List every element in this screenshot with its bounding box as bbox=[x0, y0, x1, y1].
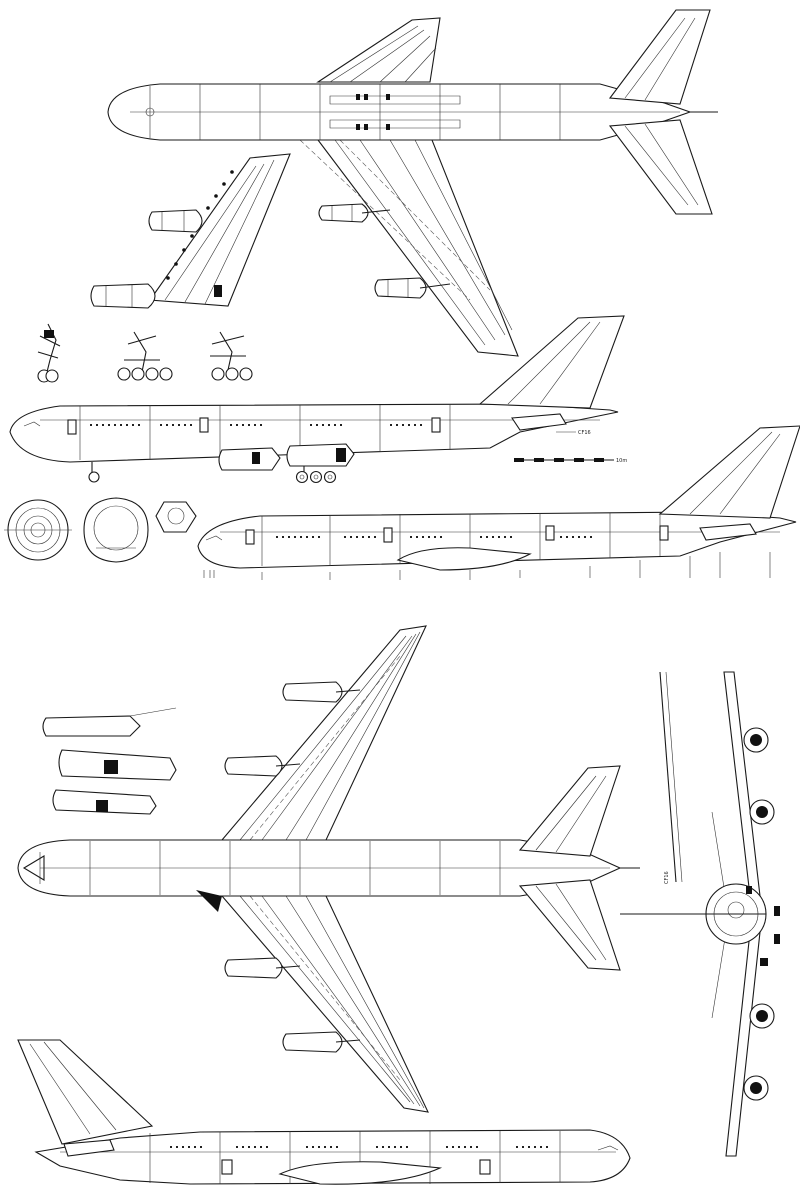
side-fin-1 bbox=[478, 315, 625, 409]
left-side-view-gear-down: CF16 10m bbox=[9, 315, 627, 484]
side-main-gear bbox=[295, 466, 337, 484]
front-engine-4 bbox=[743, 1075, 769, 1101]
upper-engine-2 bbox=[374, 277, 451, 299]
side-fin-2 bbox=[658, 425, 800, 519]
front-engine-2 bbox=[749, 799, 775, 825]
side-windows-3 bbox=[170, 1146, 548, 1148]
lower-engine-1 bbox=[282, 681, 361, 703]
upper-engine-1 bbox=[318, 203, 391, 223]
side-windows-2 bbox=[276, 536, 592, 538]
front-engine-3 bbox=[749, 1003, 775, 1029]
side-engine-1 bbox=[218, 447, 281, 471]
engine-front-details bbox=[4, 497, 197, 563]
landing-gear-details bbox=[37, 323, 253, 383]
wing-fairing-3 bbox=[278, 1161, 443, 1185]
side-windows-1 bbox=[90, 424, 422, 426]
side-engine-2 bbox=[286, 443, 355, 467]
top-view-upper bbox=[90, 9, 718, 357]
lower-engine-4 bbox=[282, 1031, 361, 1053]
engine-front-detail-2 bbox=[83, 497, 149, 563]
engine-front-detail-1 bbox=[4, 499, 72, 561]
body-gear-detail bbox=[210, 331, 253, 381]
wing-fairing-2 bbox=[396, 547, 532, 571]
lower-lower-stabilizer bbox=[518, 879, 621, 971]
side-nose-gear bbox=[88, 462, 100, 483]
lower-upper-stabilizer bbox=[518, 765, 621, 857]
upper-port-stabilizer bbox=[608, 9, 711, 105]
lower-lower-wing bbox=[220, 895, 429, 1113]
front-lower-wing bbox=[725, 931, 761, 1157]
front-engine-1 bbox=[743, 727, 769, 753]
detached-engine-2 bbox=[90, 283, 156, 309]
front-view: CF16 bbox=[620, 671, 780, 1157]
lower-engine-3 bbox=[224, 957, 301, 979]
top-view-lower bbox=[17, 625, 640, 1113]
lower-starboard-stabilizer bbox=[608, 119, 713, 215]
gear-up-station-lines bbox=[203, 552, 771, 580]
upper-port-wing bbox=[316, 17, 441, 83]
lower-engine-2 bbox=[224, 755, 301, 777]
side-fuselage-2 bbox=[197, 511, 797, 569]
right-side-view bbox=[17, 1039, 631, 1185]
svg-text:CF16: CF16 bbox=[664, 871, 670, 884]
lower-starboard-wing bbox=[316, 139, 519, 357]
left-side-view-gear-up bbox=[197, 425, 800, 580]
nose-gear-detail bbox=[37, 323, 61, 383]
svg-text:10m: 10m bbox=[616, 458, 627, 464]
side-view-marker: CF16 bbox=[556, 430, 591, 436]
detached-engine-1 bbox=[148, 209, 203, 233]
engine-front-detail-3 bbox=[155, 501, 197, 533]
side-fuselage-1 bbox=[9, 403, 619, 463]
front-upper-wing bbox=[723, 671, 761, 897]
scale-bar: 10m bbox=[514, 458, 627, 464]
front-landing-gear bbox=[746, 886, 780, 966]
detached-wing-view bbox=[148, 153, 291, 307]
wing-gear-detail bbox=[117, 331, 173, 381]
lower-engine-detail-views bbox=[42, 707, 177, 815]
front-view-marker: CF16 bbox=[664, 871, 670, 884]
svg-text:CF16: CF16 bbox=[578, 430, 591, 436]
